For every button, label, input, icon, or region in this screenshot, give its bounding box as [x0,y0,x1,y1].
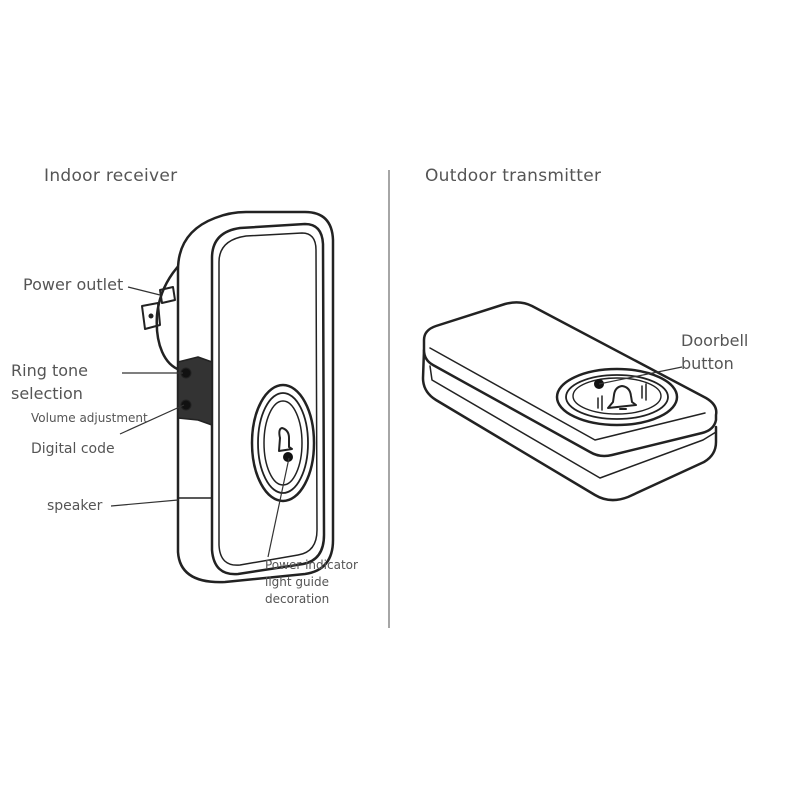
receiver-round-button [250,383,316,503]
indoor-receiver-drawing [141,210,335,584]
volume-button [180,399,192,411]
sound-waves-icon [597,383,647,411]
transmitter-leader-line [598,366,683,385]
power-outlet-label: Power outlet [23,275,124,294]
digital-code-label: Digital code [31,441,115,457]
transmitter-bell-icon [607,385,637,409]
outdoor-transmitter-title: Outdoor transmitter [425,166,602,186]
ring-tone-selection-label: Ring tone selection [11,361,88,403]
receiver-side-panel [177,356,213,426]
plug-prongs-icon [141,286,176,330]
volume-adjustment-label: Volume adjustment [31,411,148,425]
bell-icon [278,427,293,452]
indoor-receiver-title: Indoor receiver [44,166,178,186]
power-indicator-dot [283,452,293,462]
speaker-label: speaker [47,498,103,514]
outdoor-transmitter-drawing [421,301,718,502]
doorbell-button-label: Doorbell button [681,331,749,373]
receiver-leader-lines [110,286,290,558]
power-indicator-label: Power indicator light guide decoration [265,558,358,606]
